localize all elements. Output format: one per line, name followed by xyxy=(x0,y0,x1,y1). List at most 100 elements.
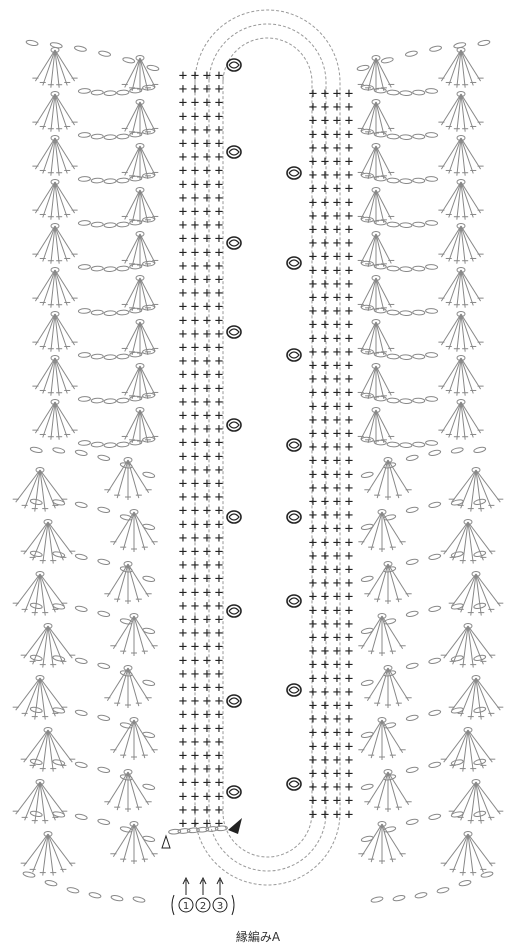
fan-motif xyxy=(441,520,496,564)
row-number-2: 2 xyxy=(200,901,206,912)
fan-motif xyxy=(438,224,483,264)
chain-stitch-arc xyxy=(361,437,437,448)
chain-stitch-arc xyxy=(23,871,146,903)
popcorn-stitches-right xyxy=(287,167,301,790)
single-crochet-stitch: + xyxy=(345,807,353,823)
fan-motif xyxy=(438,136,483,176)
fan-motif xyxy=(122,276,159,313)
chain-stitch-arc xyxy=(361,173,437,184)
fan-motif xyxy=(358,232,395,269)
fan-motif xyxy=(358,408,395,445)
chart-caption: 縁編みA xyxy=(0,928,516,945)
chain-stitch-arc xyxy=(361,261,437,272)
chain-stitch-arc xyxy=(78,85,154,96)
fan-motif xyxy=(32,312,77,352)
fan-motif xyxy=(122,320,159,357)
popcorn-stitch xyxy=(287,257,301,269)
fan-motif xyxy=(438,92,483,132)
popcorn-stitch xyxy=(287,595,301,607)
fan-motif xyxy=(21,520,76,564)
popcorn-stitch xyxy=(287,349,301,361)
fan-motif xyxy=(441,624,496,668)
fan-motif xyxy=(122,56,159,93)
chain-stitch-arc xyxy=(361,217,437,228)
fan-motif xyxy=(438,268,483,308)
fan-motif xyxy=(358,188,395,225)
row-markers: 123 xyxy=(172,878,234,915)
fan-motif xyxy=(122,408,159,445)
popcorn-stitch xyxy=(227,511,241,523)
bracket-right xyxy=(232,895,234,915)
row-number-3: 3 xyxy=(217,901,223,912)
fan-motif xyxy=(32,356,77,396)
fan-motif xyxy=(358,144,395,181)
single-crochet-stitch: + xyxy=(191,816,199,832)
single-crochet-stitch: + xyxy=(333,807,341,823)
single-crochet-stitch: + xyxy=(321,807,329,823)
fan-motif xyxy=(358,276,395,313)
popcorn-stitch xyxy=(227,237,241,249)
fan-motif xyxy=(438,312,483,352)
single-crochet-grid-left: ++++++++++++++++++++++++++++++++++++++++… xyxy=(179,68,223,832)
single-crochet-grid-right: ++++++++++++++++++++++++++++++++++++++++… xyxy=(309,86,353,823)
popcorn-stitch xyxy=(227,419,241,431)
chain-stitch-arc xyxy=(78,305,154,316)
single-crochet-stitch: + xyxy=(203,816,211,832)
popcorn-stitch xyxy=(287,684,301,696)
chain-stitch-arc xyxy=(371,871,494,903)
fan-motif xyxy=(32,268,77,308)
chain-stitch-arc xyxy=(361,129,437,140)
fan-motif xyxy=(441,728,496,772)
fan-motif xyxy=(438,356,483,396)
fan-motif xyxy=(21,624,76,668)
fan-motif xyxy=(110,614,157,657)
fan-motif xyxy=(358,718,405,761)
fan-motif xyxy=(122,364,159,401)
start-arrow xyxy=(228,818,242,834)
popcorn-stitch xyxy=(287,167,301,179)
fan-motif xyxy=(122,232,159,269)
fan-motif xyxy=(358,56,395,93)
chain-stitch-arc xyxy=(361,349,437,360)
lace-border-left xyxy=(13,39,160,903)
fan-motif xyxy=(438,48,483,88)
row-number-1: 1 xyxy=(183,901,189,912)
fan-motif xyxy=(32,92,77,132)
fan-motif xyxy=(438,180,483,220)
chain-stitch-arc xyxy=(78,349,154,360)
popcorn-stitch xyxy=(227,146,241,158)
popcorn-stitch xyxy=(227,326,241,338)
popcorn-stitches-left xyxy=(227,59,241,798)
chain-stitch-arc xyxy=(78,173,154,184)
fan-motif xyxy=(441,832,496,876)
chain-stitch-arc xyxy=(361,393,437,404)
chain-stitch-arc xyxy=(361,85,437,96)
popcorn-stitch xyxy=(227,695,241,707)
bracket-left xyxy=(172,895,174,915)
chain-stitch-arc xyxy=(78,217,154,228)
popcorn-stitch xyxy=(227,786,241,798)
popcorn-stitch xyxy=(287,511,301,523)
fan-motif xyxy=(358,364,395,401)
fan-motif xyxy=(122,188,159,225)
fan-motif xyxy=(358,320,395,357)
chain-stitch-arc xyxy=(78,437,154,448)
fan-motif xyxy=(358,510,405,553)
chain-stitch-arc xyxy=(78,261,154,272)
popcorn-stitch xyxy=(227,59,241,71)
fan-motif xyxy=(32,180,77,220)
chain-stitch-arc xyxy=(361,305,437,316)
fan-motif xyxy=(358,614,405,657)
fan-motif xyxy=(358,822,405,865)
popcorn-stitch xyxy=(287,778,301,790)
fan-motif xyxy=(122,144,159,181)
fan-motif xyxy=(110,822,157,865)
dashed-loop xyxy=(223,38,312,857)
fan-motif xyxy=(21,728,76,772)
fan-motif xyxy=(358,100,395,137)
fan-motif xyxy=(110,510,157,553)
fan-motif xyxy=(32,48,77,88)
fan-motif xyxy=(110,718,157,761)
fan-motif xyxy=(122,100,159,137)
